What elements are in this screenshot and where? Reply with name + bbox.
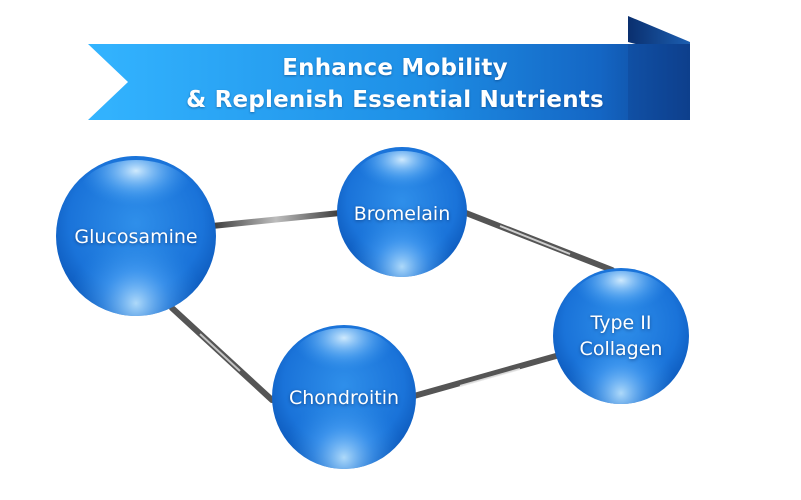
node-bromelain [337,147,467,277]
banner-shade [628,44,690,120]
label-chondroitin: Chondroitin [288,387,400,409]
connector-highlight-1 [499,225,571,255]
node-chondroitin [272,325,416,469]
label-glucosamine: Glucosamine [74,226,198,248]
connectors [169,210,615,403]
banner-ribbon [88,44,690,120]
label-collagen-line2: Collagen [579,338,663,360]
connector-highlight-2 [459,368,521,387]
banner-title-line2: & Replenish Essential Nutrients [186,87,604,113]
banner-title-line1: Enhance Mobility [282,55,508,81]
label-collagen: Type II Collagen [556,310,686,362]
label-collagen-line1: Type II [590,312,652,334]
node-type-ii-collagen [553,268,689,404]
connector-collagen-chondroitin [411,353,559,399]
label-bromelain: Bromelain [353,203,451,225]
title-banner [88,16,690,120]
connector-glucosamine-bromelain [209,210,343,229]
banner-title: Enhance Mobility & Replenish Essential N… [150,52,640,116]
connector-highlight-3 [199,333,241,372]
node-glucosamine [56,156,216,316]
